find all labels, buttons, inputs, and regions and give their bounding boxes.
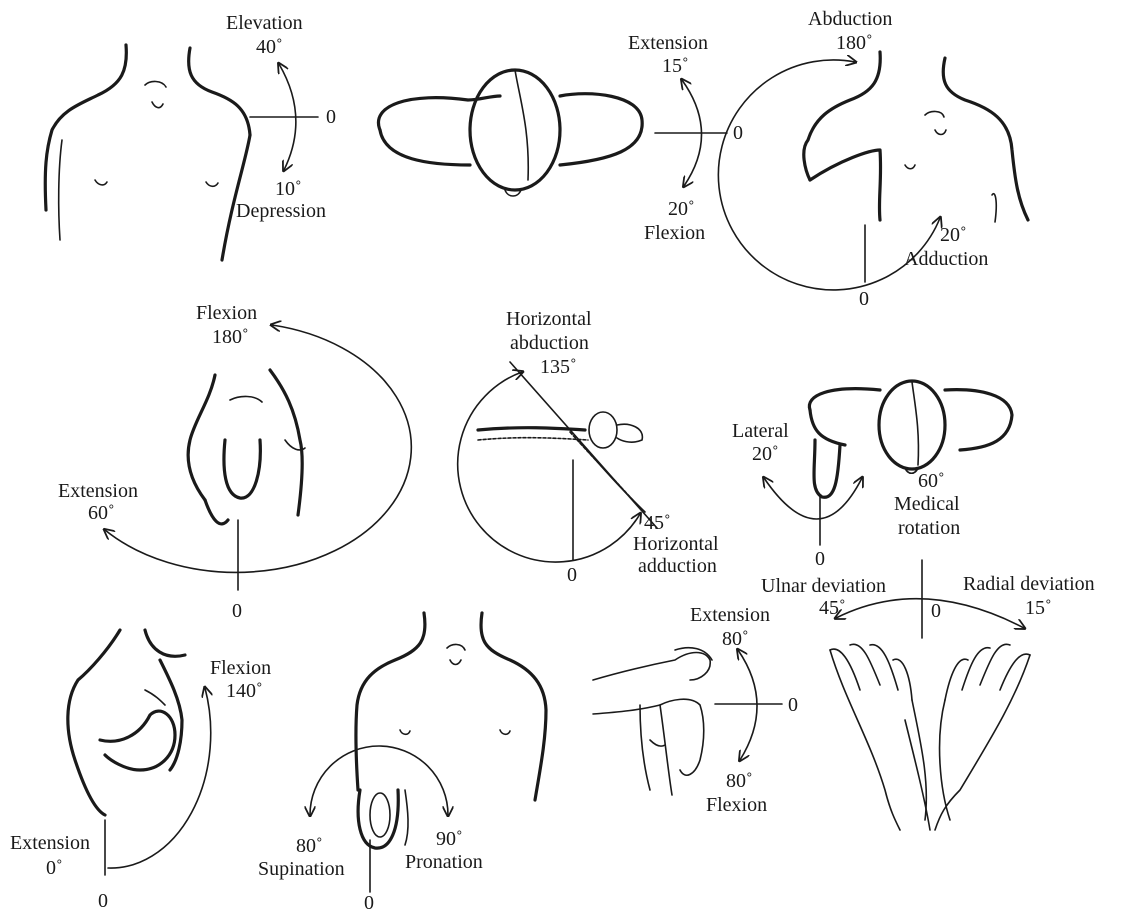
wrist-zero-label: 0 — [788, 694, 798, 716]
radial-deviation-label: Radial deviation — [963, 573, 1095, 595]
flexion-label-1: Flexion — [644, 222, 705, 244]
lateral-rotation-degrees: 20˚ — [752, 443, 779, 465]
arm-flexion-figure — [188, 370, 305, 524]
adduction-degrees: 20˚ — [940, 224, 967, 246]
horizontal-abduction-label-line1: Horizontal — [506, 308, 592, 330]
arm-extension-label: Extension — [58, 480, 138, 502]
abduction-label: Abduction — [808, 8, 892, 30]
elbow-flexion-figure — [68, 630, 185, 815]
horizontal-adduction-label-line2: adduction — [638, 555, 717, 577]
wrist-flexion-label: Flexion — [706, 794, 767, 816]
deviation-zero-label: 0 — [931, 600, 941, 622]
arm-flexion-label: Flexion — [196, 302, 257, 324]
extension-degrees-1: 15˚ — [662, 55, 689, 77]
flexion-extension-arc-1 — [655, 80, 727, 186]
abduction-degrees: 180˚ — [836, 32, 873, 54]
pronation-degrees: 90˚ — [436, 828, 463, 850]
radial-deviation-degrees: 15˚ — [1025, 597, 1052, 619]
shoulders-top-view-figure — [378, 70, 642, 196]
wrist-flex-ext-arc — [715, 650, 782, 760]
lateral-rotation-label: Lateral — [732, 420, 789, 442]
supination-label: Supination — [258, 858, 345, 880]
elbow-extension-degrees: 0˚ — [46, 857, 63, 879]
pronation-label: Pronation — [405, 851, 483, 873]
elbow-zero-label: 0 — [98, 890, 108, 912]
rotation-zero-label: 0 — [815, 548, 825, 570]
wrist-extension-label: Extension — [690, 604, 770, 626]
elevation-degrees: 40˚ — [256, 36, 283, 58]
horizontal-zero-label: 0 — [567, 564, 577, 586]
medical-rotation-degrees: 60˚ — [918, 470, 945, 492]
elevation-zero-label: 0 — [326, 106, 336, 128]
elevation-label: Elevation — [226, 12, 303, 34]
torso-front-figure — [45, 45, 250, 260]
ulnar-deviation-label: Ulnar deviation — [761, 575, 886, 597]
elevation-motion-arc — [250, 64, 318, 170]
elbow-extension-label: Extension — [10, 832, 90, 854]
horizontal-adduction-label-line1: Horizontal — [633, 533, 719, 555]
elbow-flexion-label: Flexion — [210, 657, 271, 679]
flexion-degrees-1: 20˚ — [668, 198, 695, 220]
depression-label: Depression — [236, 200, 326, 222]
medical-rotation-label-line2: rotation — [898, 517, 960, 539]
medical-rotation-label-line1: Medical — [894, 493, 960, 515]
arm-flexion-arc — [105, 325, 411, 590]
rotation-motion-arc — [764, 478, 862, 545]
supination-degrees: 80˚ — [296, 835, 323, 857]
ulnar-deviation-degrees: 45˚ — [819, 597, 846, 619]
horizontal-arm-figure — [478, 412, 645, 512]
adduction-label: Adduction — [904, 248, 988, 270]
arm-extension-degrees: 60˚ — [88, 502, 115, 524]
flexion-zero-label-1: 0 — [733, 122, 743, 144]
hands-deviation-figure — [830, 644, 1030, 830]
deviation-motion-arc — [836, 560, 1024, 638]
extension-label-1: Extension — [628, 32, 708, 54]
elbow-flexion-arc — [105, 688, 211, 875]
elbow-flexion-degrees: 140˚ — [226, 680, 263, 702]
wrist-extension-degrees: 80˚ — [722, 628, 749, 650]
arm-flexion-degrees: 180˚ — [212, 326, 249, 348]
torso-forearm-figure — [356, 613, 546, 848]
forearm-zero-label: 0 — [364, 892, 374, 914]
wrist-flex-ext-figure — [593, 648, 712, 795]
abduction-zero-label: 0 — [859, 288, 869, 310]
horizontal-adduction-degrees: 45˚ — [644, 512, 671, 534]
horizontal-abduction-degrees: 135˚ — [540, 356, 577, 378]
torso-abduction-figure — [804, 52, 1028, 222]
depression-degrees: 10˚ — [275, 178, 302, 200]
horizontal-motion-arc — [458, 362, 657, 562]
arm-flexion-zero-label: 0 — [232, 600, 242, 622]
rotation-top-view-figure — [809, 381, 1012, 497]
wrist-flexion-degrees: 80˚ — [726, 770, 753, 792]
horizontal-abduction-label-line2: abduction — [510, 332, 589, 354]
